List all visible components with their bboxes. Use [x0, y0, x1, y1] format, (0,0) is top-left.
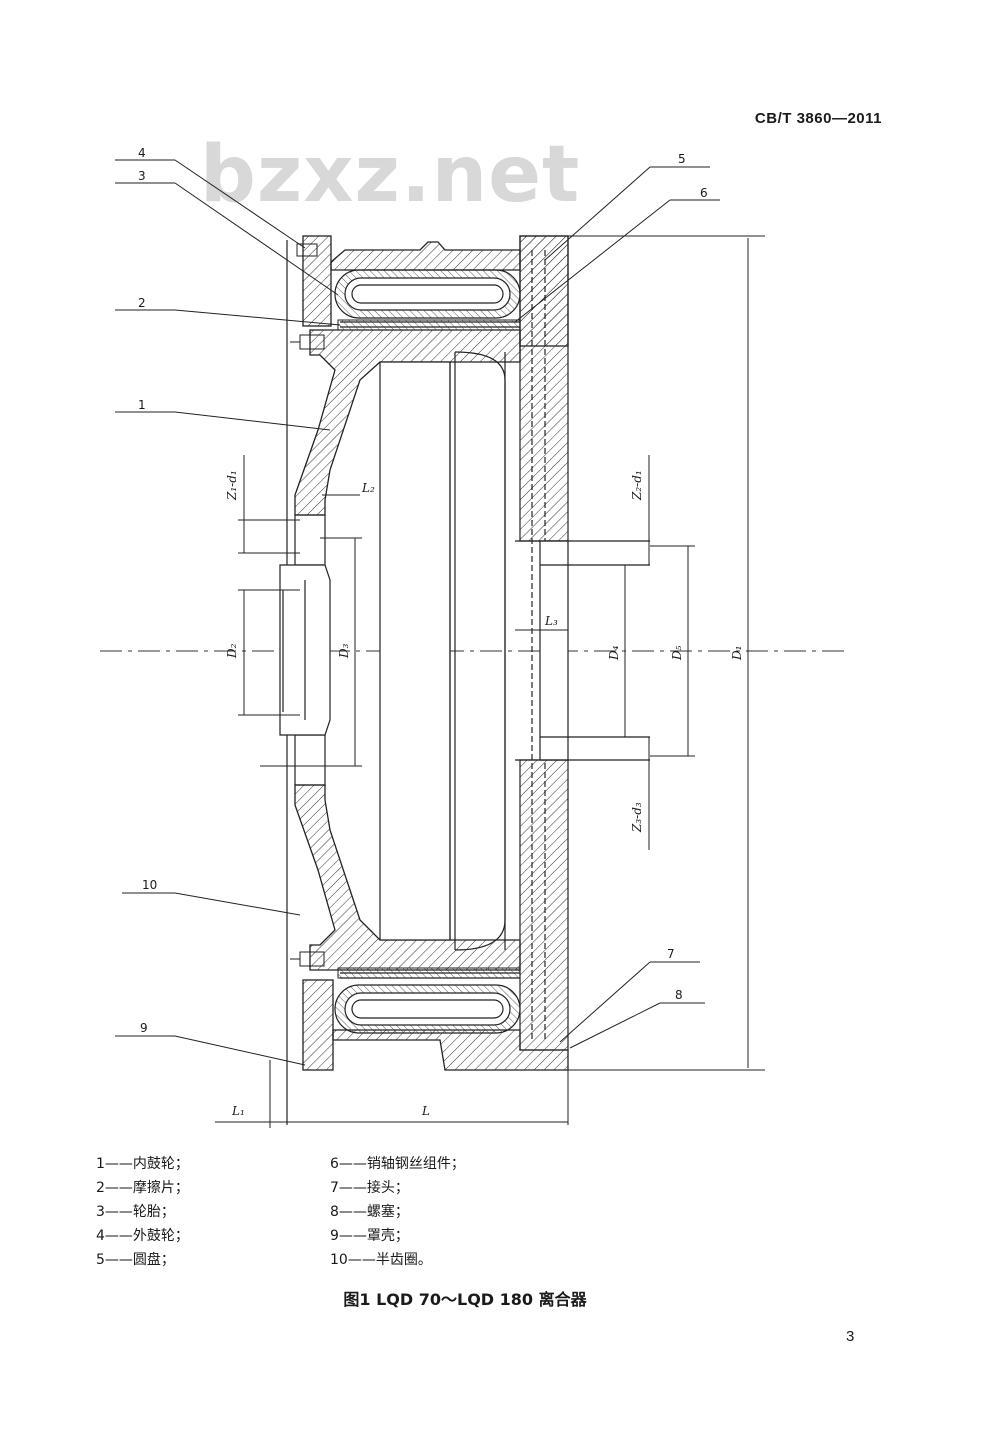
dim-d1: D₁	[730, 646, 744, 661]
figure-caption: 图1 LQD 70～LQD 180 离合器	[343, 1290, 587, 1309]
callout-6: 6	[700, 186, 708, 200]
legend-item: 2——摩擦片；	[96, 1180, 189, 1196]
legend-item: 10——半齿圈。	[330, 1252, 432, 1268]
dim-z3-d3: Z₃-d₃	[630, 802, 644, 833]
inner-drum	[294, 329, 521, 971]
legend-item: 3——轮胎；	[96, 1204, 175, 1220]
legend-item: 9——罩壳；	[330, 1228, 409, 1244]
callout-9: 9	[140, 1021, 148, 1035]
callout-2: 2	[138, 296, 146, 310]
dim-d3: D₃	[337, 643, 351, 659]
page-number: 3	[846, 1328, 855, 1345]
dim-z1-d1: Z₁-d₁	[225, 470, 239, 501]
dim-d2: D₂	[225, 643, 239, 659]
disc	[519, 235, 569, 1051]
dim-l1: L₁	[231, 1104, 245, 1118]
legend-item: 6——销轴钢丝组件；	[330, 1156, 465, 1172]
dim-z2-d1: Z₂-d₁	[630, 470, 644, 501]
dim-d4: D₄	[607, 645, 621, 661]
tire-bottom	[334, 972, 521, 1034]
dim-l3: L₃	[544, 614, 558, 628]
legend-item: 5——圆盘；	[96, 1252, 175, 1268]
callout-10: 10	[142, 878, 157, 892]
callout-8: 8	[675, 988, 683, 1002]
dim-l2: L₂	[361, 481, 375, 495]
callout-5: 5	[678, 152, 686, 166]
standard-code: CB/T 3860—2011	[754, 110, 882, 127]
legend-item: 7——接头；	[330, 1180, 409, 1196]
legend-item: 4——外鼓轮；	[96, 1228, 189, 1244]
legend-left: 1——内鼓轮； 2——摩擦片； 3——轮胎； 4——外鼓轮； 5——圆盘；	[96, 1152, 189, 1272]
legend-item: 1——内鼓轮；	[96, 1156, 189, 1172]
callout-1: 1	[138, 398, 146, 412]
callout-3: 3	[138, 169, 146, 183]
callout-7: 7	[667, 947, 675, 961]
watermark: bzxz.net	[200, 130, 581, 220]
legend-right: 6——销轴钢丝组件； 7——接头； 8——螺塞； 9——罩壳； 10——半齿圈。	[330, 1152, 465, 1272]
tire-top	[334, 269, 521, 328]
dim-l: L	[421, 1104, 430, 1118]
callout-4: 4	[138, 146, 146, 160]
dim-d5: D₅	[670, 645, 684, 661]
legend-item: 8——螺塞；	[330, 1204, 409, 1220]
